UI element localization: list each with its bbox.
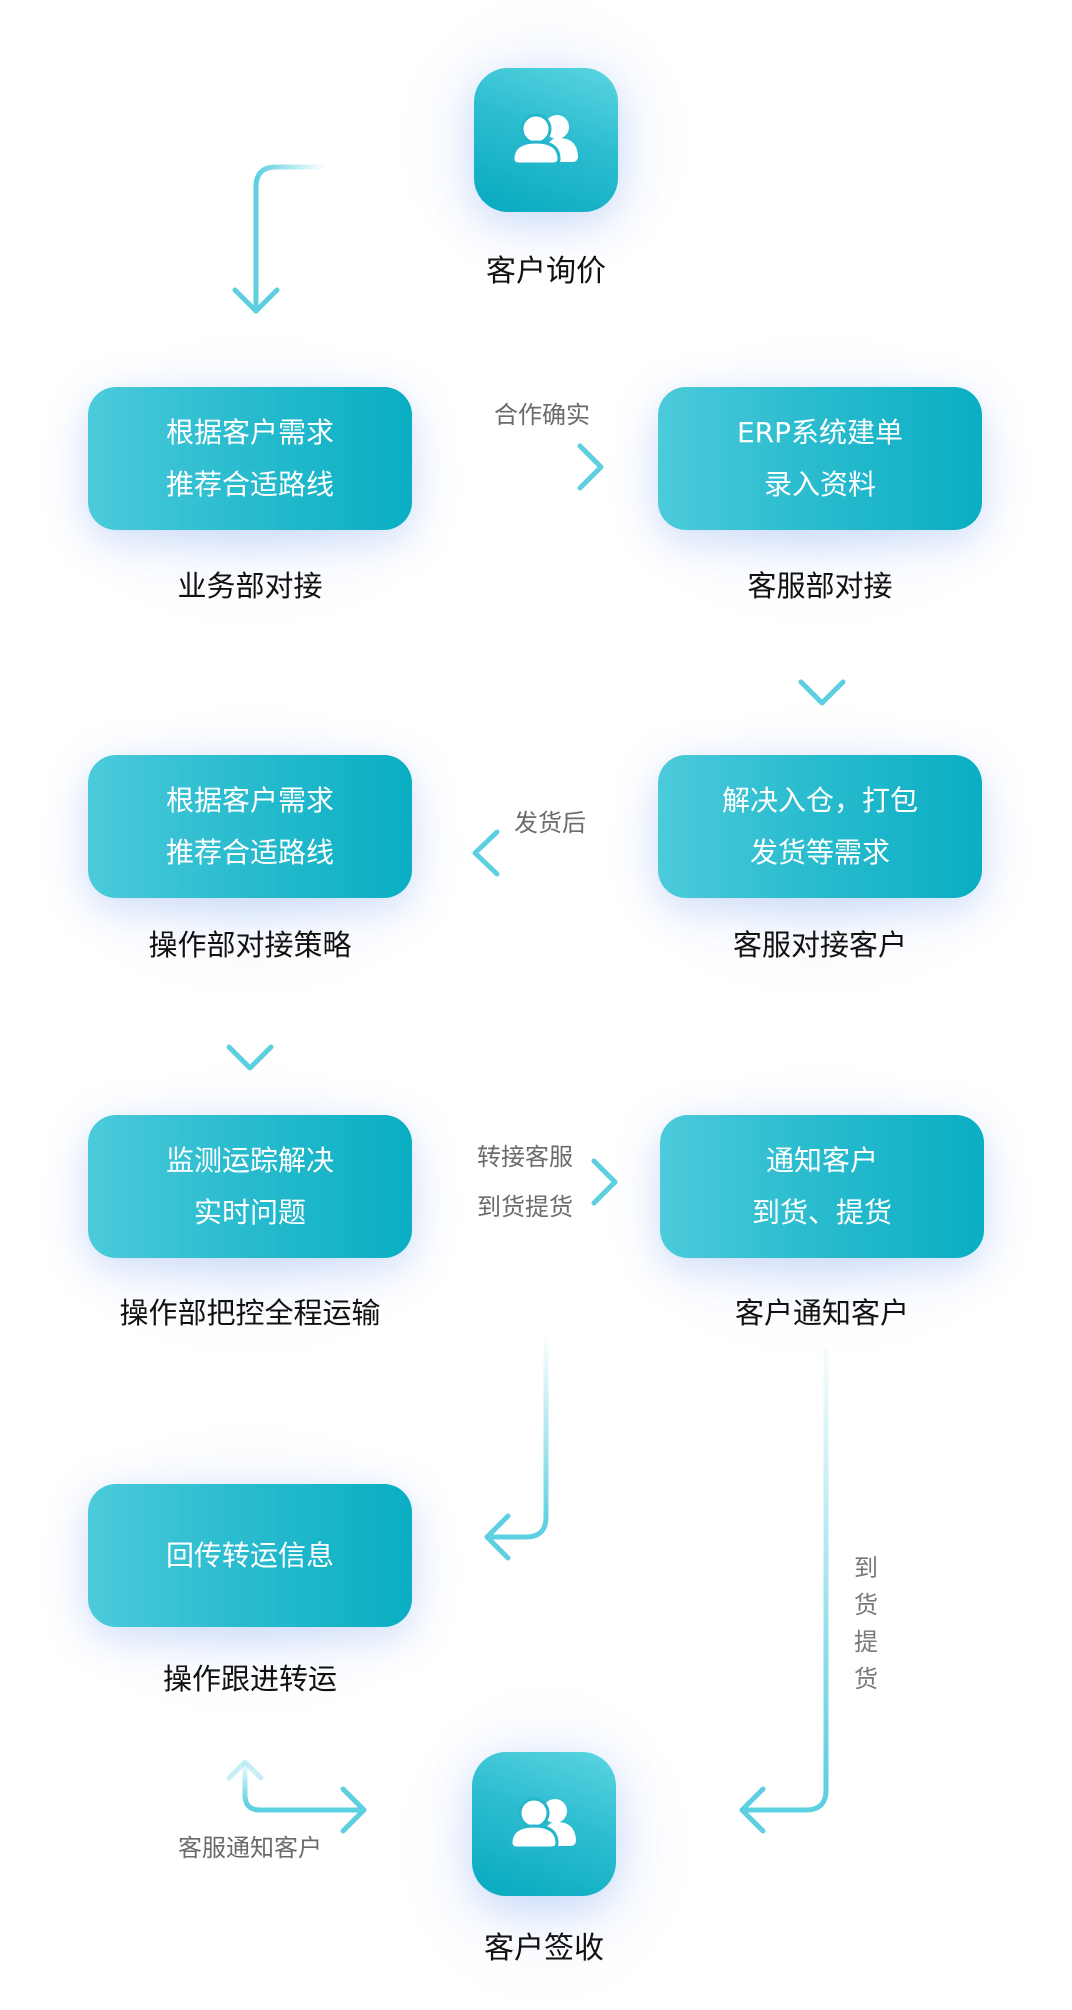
step-caption: 客服部对接: [747, 569, 893, 603]
arrow-step2-to-step4: [798, 629, 846, 706]
step-line: 通知客户: [765, 1143, 878, 1177]
arrow-to-step7: [484, 1332, 549, 1561]
step-caption: 操作部把控全程运输: [119, 1296, 381, 1330]
step-caption: 客服对接客户: [732, 928, 907, 962]
arrow-step3-to-step5: [226, 992, 274, 1071]
step-line: 根据客户需求: [165, 415, 334, 449]
end-customer-icon-tile: [472, 1752, 616, 1896]
connector-label-line: 到货提货: [477, 1193, 573, 1221]
arrow-step4-to-step3: [472, 829, 583, 877]
arrow-step7-to-end: [226, 1759, 367, 1834]
step-line: 实时问题: [193, 1195, 306, 1229]
step-line: 录入资料: [763, 467, 876, 501]
step-line: 到货、提货: [751, 1195, 892, 1229]
vertical-char: 到: [854, 1554, 878, 1582]
step-box-erp-order: ERP系统建单 录入资料: [658, 387, 982, 530]
step-line: 回传转运信息: [165, 1538, 334, 1572]
connector-label-notify: 客服通知客户: [178, 1834, 322, 1862]
users-icon: [509, 1797, 576, 1850]
step-box-sales-route: 根据客户需求 推荐合适路线: [88, 387, 412, 530]
step-box-notify-customer: 通知客户 到货、提货: [660, 1115, 984, 1258]
connector-label-arrival-vertical: 到 货 提 货: [851, 1550, 881, 1698]
start-label: 客户询价: [486, 254, 606, 289]
arrow-step5-to-step6: [507, 1158, 618, 1206]
arrow-start-to-step1: [232, 164, 328, 314]
connector-label-confirm: 合作确实: [494, 401, 590, 429]
connector-label-after-ship: 发货后: [514, 809, 586, 837]
arrow-step1-to-step2: [497, 443, 604, 491]
step-box-transfer-info: 回传转运信息: [88, 1484, 412, 1627]
vertical-char: 货: [854, 1665, 878, 1693]
vertical-char: 货: [854, 1591, 878, 1619]
step-line: ERP系统建单: [736, 415, 904, 449]
step-line: 解决入仓，打包: [721, 783, 918, 817]
step-caption: 操作部对接策略: [148, 928, 352, 962]
arrow-step6-to-end: [739, 1347, 829, 1834]
step-caption: 业务部对接: [177, 569, 323, 603]
step-caption: 操作跟进转运: [162, 1662, 337, 1696]
connector-label-transfer: 转接客服 到货提货: [455, 1132, 595, 1232]
step-box-warehouse-packing: 解决入仓，打包 发货等需求: [658, 755, 982, 898]
step-line: 推荐合适路线: [165, 467, 334, 501]
step-line: 监测运踪解决: [165, 1143, 334, 1177]
vertical-char: 提: [854, 1628, 878, 1656]
step-line: 发货等需求: [749, 835, 890, 869]
end-label: 客户签收: [484, 1931, 604, 1966]
step-caption: 客户通知客户: [734, 1296, 909, 1330]
step-line: 根据客户需求: [165, 783, 334, 817]
connector-label-line: 转接客服: [477, 1143, 573, 1171]
users-icon: [511, 113, 578, 166]
step-box-ops-route: 根据客户需求 推荐合适路线: [88, 755, 412, 898]
step-box-tracking: 监测运踪解决 实时问题: [88, 1115, 412, 1258]
start-customer-icon-tile: [474, 68, 618, 212]
step-line: 推荐合适路线: [165, 835, 334, 869]
